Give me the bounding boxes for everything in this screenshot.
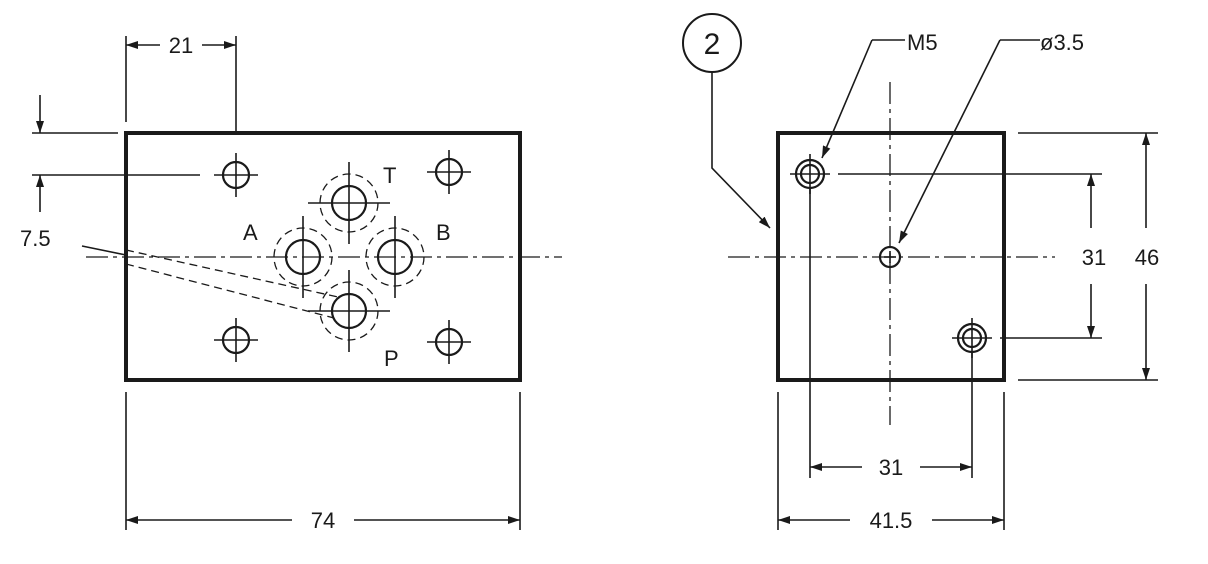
dimension-46: 46 xyxy=(1018,132,1159,381)
label-M5: M5 xyxy=(907,30,938,55)
port-label-A: A xyxy=(243,220,258,245)
callout-2: 2 xyxy=(682,13,771,229)
dimension-31-vertical: 31 xyxy=(838,173,1106,339)
dimension-46-text: 46 xyxy=(1135,245,1159,270)
right-view: 2 M5 ø3.5 31 46 xyxy=(682,13,1159,533)
port-label-T: T xyxy=(383,163,396,188)
left-view: T A B P 21 7.5 74 xyxy=(20,33,562,533)
dimension-7-5-text: 7.5 xyxy=(20,226,51,251)
label-diameter: ø3.5 xyxy=(1040,30,1084,55)
left-mounting-holes xyxy=(214,150,471,364)
dimension-41-5-text: 41.5 xyxy=(870,508,913,533)
port-label-B: B xyxy=(436,220,451,245)
callout-2-text: 2 xyxy=(704,28,721,61)
dimension-74: 74 xyxy=(125,392,521,533)
dimension-7-5: 7.5 xyxy=(20,95,200,256)
port-label-P: P xyxy=(384,346,399,371)
leader-M5: M5 xyxy=(821,30,938,159)
dimension-21: 21 xyxy=(125,33,237,133)
dimension-31-vertical-text: 31 xyxy=(1082,245,1106,270)
dimension-21-text: 21 xyxy=(169,33,193,58)
dimension-31-horizontal: 31 xyxy=(809,188,973,480)
port-B xyxy=(365,216,425,298)
dimension-74-text: 74 xyxy=(311,508,335,533)
hidden-channel xyxy=(125,249,339,319)
leader-diameter: ø3.5 xyxy=(898,30,1084,244)
port-T xyxy=(308,162,390,244)
port-P xyxy=(308,270,390,352)
center-pin-hole xyxy=(878,245,902,269)
dimension-41-5: 41.5 xyxy=(777,392,1005,533)
dimension-31-horizontal-text: 31 xyxy=(879,455,903,480)
port-A xyxy=(273,216,333,298)
